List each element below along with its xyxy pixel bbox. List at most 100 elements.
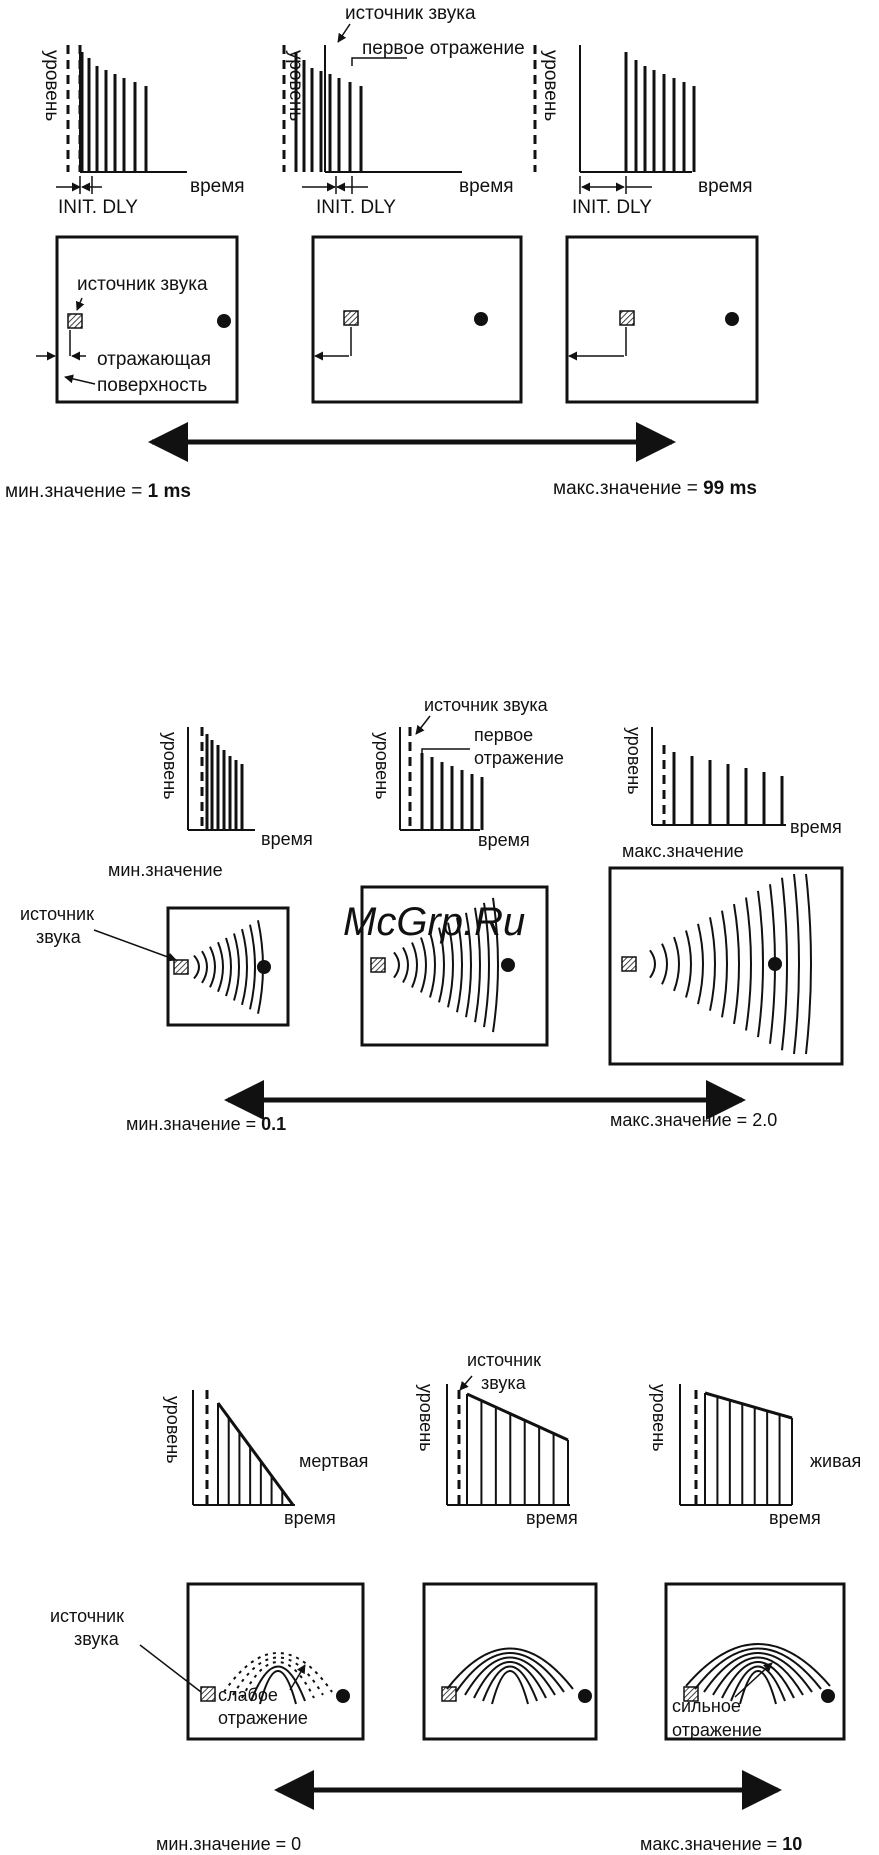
max-value-label: макс.значение = 2.0: [610, 1110, 777, 1130]
listener-icon: [725, 312, 739, 326]
label-weak-reflection: отражение: [218, 1708, 308, 1728]
sound-wave-arc: [474, 907, 481, 1023]
min-value-label: мин.значение = 0: [156, 1834, 301, 1854]
reflection-arc: [685, 1643, 831, 1687]
sound-wave-arc: [393, 951, 400, 979]
reflection-arc: [721, 1661, 795, 1699]
sound-source-icon: [621, 956, 637, 972]
sound-wave-arc: [402, 946, 409, 984]
init-dly-label: INIT. DLY: [572, 197, 652, 218]
room-3-mid: [422, 1582, 598, 1741]
sound-wave-arc: [225, 937, 232, 997]
reflection-arc: [241, 1661, 315, 1699]
label-sound-source: источник звука: [345, 3, 476, 24]
listener-icon: [578, 1689, 592, 1703]
label-sound-source: источник звука: [424, 695, 549, 715]
sound-wave-arc: [201, 950, 208, 984]
axis-label-time: время: [190, 176, 245, 197]
label-sound-source: источник звука: [77, 274, 208, 295]
label-weak-reflection: слабое: [218, 1685, 278, 1705]
graph-2-mid: время уровень источник звука первое отра…: [372, 695, 564, 850]
sound-wave-arc: [709, 917, 716, 1011]
sound-wave-arc: [249, 924, 256, 1010]
room-2-min: источник звука: [20, 904, 290, 1027]
sound-wave-arc: [233, 933, 240, 1001]
sound-wave-arc: [209, 946, 216, 988]
axis-label-time: время: [698, 176, 753, 197]
sound-source-icon: [683, 1686, 699, 1702]
label-reflecting-surface: отражающая: [97, 349, 211, 370]
sound-wave-arc: [193, 954, 200, 980]
label-sound-source: источник: [50, 1606, 124, 1626]
label-dead: мертвая: [299, 1451, 368, 1471]
graph-1-min: время уровень INIT. DLY: [41, 45, 245, 218]
sound-wave-arc: [438, 927, 445, 1003]
sound-source-icon: [441, 1686, 457, 1702]
listener-icon: [217, 314, 231, 328]
label-sound-source: звука: [36, 927, 82, 947]
sound-source-icon: [173, 959, 189, 975]
axis-label-time: время: [526, 1508, 578, 1528]
sound-wave-arc: [781, 877, 788, 1051]
room-2-max: [608, 866, 844, 1066]
section-liveness: время уровень мертвая время уровень исто…: [50, 1350, 861, 1854]
sound-wave-arc: [217, 941, 224, 993]
sound-wave-arc: [793, 873, 800, 1055]
sound-source-icon: [343, 310, 359, 326]
sound-wave-arc: [673, 936, 680, 992]
init-dly-label: INIT. DLY: [316, 197, 396, 218]
label-first-reflection: первое отражение: [362, 38, 525, 59]
init-dly-label: INIT. DLY: [58, 197, 138, 218]
graph-3-live: время уровень живая: [649, 1384, 861, 1528]
graph-2-min: время уровень мин.значение: [108, 727, 313, 880]
graph-2-max: время уровень макс.значение: [622, 727, 842, 861]
min-value-label: мин.значение = 1 ms: [5, 481, 191, 502]
axis-label-time: время: [769, 1508, 821, 1528]
axis-label-level: уровень: [372, 732, 392, 800]
listener-icon: [501, 958, 515, 972]
graph-3-mid: время уровень источник звука: [416, 1350, 578, 1528]
label-sound-source: звука: [74, 1629, 120, 1649]
decay-envelope: [466, 1392, 569, 1442]
reflection-arc: [473, 1661, 547, 1699]
sound-wave-arc: [483, 902, 490, 1028]
graph-1-mid: время уровень источник звука первое отра…: [285, 3, 525, 218]
sound-wave-arc: [733, 903, 740, 1025]
sound-wave-arc: [769, 884, 776, 1044]
label-first-reflection: отражение: [474, 748, 564, 768]
sound-wave-arc: [661, 943, 668, 985]
label-live: живая: [810, 1451, 861, 1471]
room-1-max: [565, 235, 759, 404]
axis-label-level: уровень: [416, 1384, 436, 1452]
reflection-arc: [730, 1665, 786, 1702]
axis-label-time: время: [261, 829, 313, 849]
room-1-min: источник звука отражающая поверхность: [36, 235, 239, 404]
sound-wave-arc: [456, 917, 463, 1013]
label-strong-reflection: отражение: [672, 1720, 762, 1740]
reflection-arc: [446, 1647, 574, 1690]
sound-wave-arc: [805, 873, 812, 1055]
sound-wave-arc: [447, 922, 454, 1008]
sound-wave-arc: [257, 920, 264, 1014]
listener-icon: [821, 1689, 835, 1703]
room-3-dead: источник звука слабое отражение: [50, 1582, 365, 1741]
axis-label-level: уровень: [163, 1396, 183, 1464]
sound-wave-arc: [420, 937, 427, 993]
sound-wave-arc: [685, 930, 692, 998]
axis-label-level: уровень: [41, 50, 62, 121]
reflection-arc: [482, 1665, 538, 1702]
axis-label-level: уровень: [540, 50, 561, 121]
reflection-arc: [491, 1670, 529, 1705]
max-value-label: макс.значение = 99 ms: [553, 478, 757, 499]
sound-wave-arc: [697, 923, 704, 1005]
graph-1-max: время уровень INIT. DLY: [540, 45, 753, 218]
axis-label-time: время: [459, 176, 514, 197]
decay-envelope: [216, 1402, 295, 1506]
reflection-arc: [712, 1656, 804, 1696]
sound-wave-arc: [745, 897, 752, 1031]
sound-wave-arc: [465, 912, 472, 1018]
sound-wave-arc: [241, 928, 248, 1006]
room-2-mid: [360, 885, 549, 1047]
label-max-value: макс.значение: [622, 841, 744, 861]
